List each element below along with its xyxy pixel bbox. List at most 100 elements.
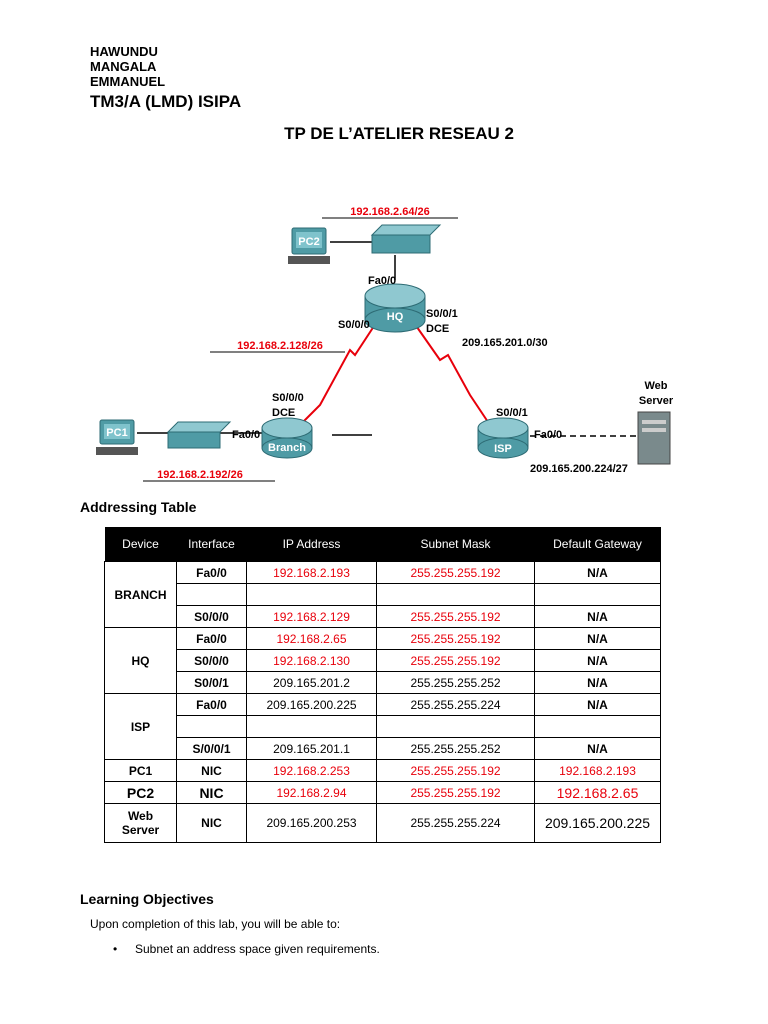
mask-cell: 255.255.255.192 (376, 561, 535, 584)
interface-cell: NIC (176, 759, 247, 782)
gateway-cell: 192.168.2.65 (534, 781, 661, 804)
table-row: PC1 NIC 192.168.2.253 255.255.255.192 19… (104, 759, 661, 782)
web-server-label: Server (639, 395, 674, 407)
hq-router-icon (364, 283, 426, 333)
mask-cell: 255.255.255.224 (376, 693, 535, 716)
interface-label: S0/0/0 (338, 319, 370, 331)
interface-label: S0/0/1 (496, 407, 528, 419)
mask-cell: 255.255.255.192 (376, 759, 535, 782)
web-server-label: Web (644, 380, 667, 392)
subnet-label: 209.165.200.224/27 (530, 463, 628, 475)
pc1-icon (96, 419, 138, 455)
device-cell: BRANCH (104, 561, 177, 628)
device-line: Server (121, 823, 160, 837)
ip-cell: 192.168.2.129 (246, 605, 377, 628)
gateway-cell: N/A (534, 649, 661, 672)
objectives-intro: Upon completion of this lab, you will be… (90, 917, 341, 931)
interface-label: DCE (426, 323, 449, 335)
interface-label: S0/0/1 (426, 308, 458, 320)
branch-router-icon (261, 417, 313, 459)
interface-cell: Fa0/0 (176, 693, 247, 716)
column-header: Device (104, 527, 177, 562)
network-topology-diagram: PC2 HQ PC1 Branch ISP 192 (96, 206, 674, 482)
mask-cell: 255.255.255.252 (376, 737, 535, 760)
device-cell: PC1 (104, 759, 177, 782)
mask-cell: 255.255.255.252 (376, 671, 535, 694)
interface-cell: NIC (176, 781, 247, 804)
learning-objectives-title: Learning Objectives (80, 891, 214, 907)
bullet-icon: • (113, 942, 118, 956)
ip-cell: 209.165.200.225 (246, 693, 377, 716)
mask-cell: 255.255.255.224 (376, 803, 535, 843)
table-row: S0/0/1 209.165.201.2 255.255.255.252 N/A (105, 671, 661, 694)
author-name: HAWUNDU MANGALA EMMANUEL (90, 44, 165, 89)
ip-cell: 209.165.201.2 (246, 671, 377, 694)
device-cell: Web Server (104, 803, 177, 843)
column-header: IP Address (246, 527, 377, 562)
interface-label: Fa0/0 (368, 275, 396, 287)
gateway-cell: N/A (534, 693, 661, 716)
subnet-label: 192.168.2.128/26 (237, 340, 323, 352)
table-row: S0/0/0 192.168.2.129 255.255.255.192 N/A (105, 605, 661, 628)
interface-cell: S/0/0/1 (176, 737, 247, 760)
pc2-label: PC2 (298, 236, 319, 248)
ip-cell: 209.165.200.253 (246, 803, 377, 843)
column-header: Interface (176, 527, 247, 562)
table-row: S0/0/0 192.168.2.130 255.255.255.192 N/A (105, 649, 661, 672)
web-server-icon (637, 411, 671, 465)
ip-cell: 192.168.2.130 (246, 649, 377, 672)
interface-label: Fa0/0 (534, 429, 562, 441)
device-line: Web (127, 809, 154, 823)
list-item: •Subnet an address space given requireme… (113, 942, 380, 956)
interface-label: Fa0/0 (232, 429, 260, 441)
branch-label: Branch (268, 442, 306, 454)
column-header: Subnet Mask (376, 527, 535, 562)
hq-label: HQ (387, 311, 404, 323)
interface-cell: Fa0/0 (176, 627, 247, 650)
mask-cell: 255.255.255.192 (376, 649, 535, 672)
gateway-cell: N/A (534, 671, 661, 694)
switch-icon (166, 421, 232, 449)
page-title: TP DE L’ATELIER RESEAU 2 (284, 124, 514, 143)
gateway-cell: N/A (534, 737, 661, 760)
gateway-cell: N/A (534, 627, 661, 650)
serial-link-hq-branch (294, 319, 379, 431)
table-row (105, 583, 661, 606)
device-cell: HQ (104, 627, 177, 694)
ip-cell: 192.168.2.65 (246, 627, 377, 650)
isp-router-icon (477, 417, 529, 459)
switch-icon (370, 224, 442, 254)
table-row: PC2 NIC 192.168.2.94 255.255.255.192 192… (104, 781, 661, 804)
column-header: Default Gateway (534, 527, 661, 562)
gateway-cell: 209.165.200.225 (534, 803, 661, 843)
gateway-cell: N/A (534, 561, 661, 584)
pc2-icon (288, 227, 330, 264)
gateway-cell: 192.168.2.193 (534, 759, 661, 782)
subnet-label: 209.165.201.0/30 (462, 337, 548, 349)
ip-cell: 192.168.2.193 (246, 561, 377, 584)
author-line: EMMANUEL (90, 74, 166, 89)
subnet-label: 192.168.2.64/26 (350, 206, 430, 218)
interface-cell: S0/0/0 (176, 649, 247, 672)
table-row: Web Server NIC 209.165.200.253 255.255.2… (104, 803, 661, 843)
course-label: TM3/A (LMD) ISIPA (90, 92, 242, 111)
interface-cell: NIC (176, 803, 247, 843)
device-cell: ISP (104, 693, 177, 760)
author-line: MANGALA (90, 59, 157, 74)
interface-cell: S0/0/0 (176, 605, 247, 628)
table-row: HQ Fa0/0 192.168.2.65 255.255.255.192 N/… (104, 627, 661, 694)
table-row: ISP Fa0/0 209.165.200.225 255.255.255.22… (104, 693, 661, 760)
addressing-table-title: Addressing Table (80, 499, 197, 515)
table-row: BRANCH Fa0/0 192.168.2.193 255.255.255.1… (104, 561, 661, 628)
pc1-label: PC1 (106, 427, 127, 439)
table-row (105, 715, 661, 738)
interface-cell: Fa0/0 (176, 561, 247, 584)
mask-cell: 255.255.255.192 (376, 605, 535, 628)
ip-cell: 209.165.201.1 (246, 737, 377, 760)
mask-cell: 255.255.255.192 (376, 781, 535, 804)
mask-cell: 255.255.255.192 (376, 627, 535, 650)
addressing-table: Device Interface IP Address Subnet Mask … (104, 527, 661, 843)
author-line: HAWUNDU (90, 44, 158, 59)
isp-label: ISP (494, 443, 512, 455)
table-header-row: Device Interface IP Address Subnet Mask … (104, 527, 661, 562)
